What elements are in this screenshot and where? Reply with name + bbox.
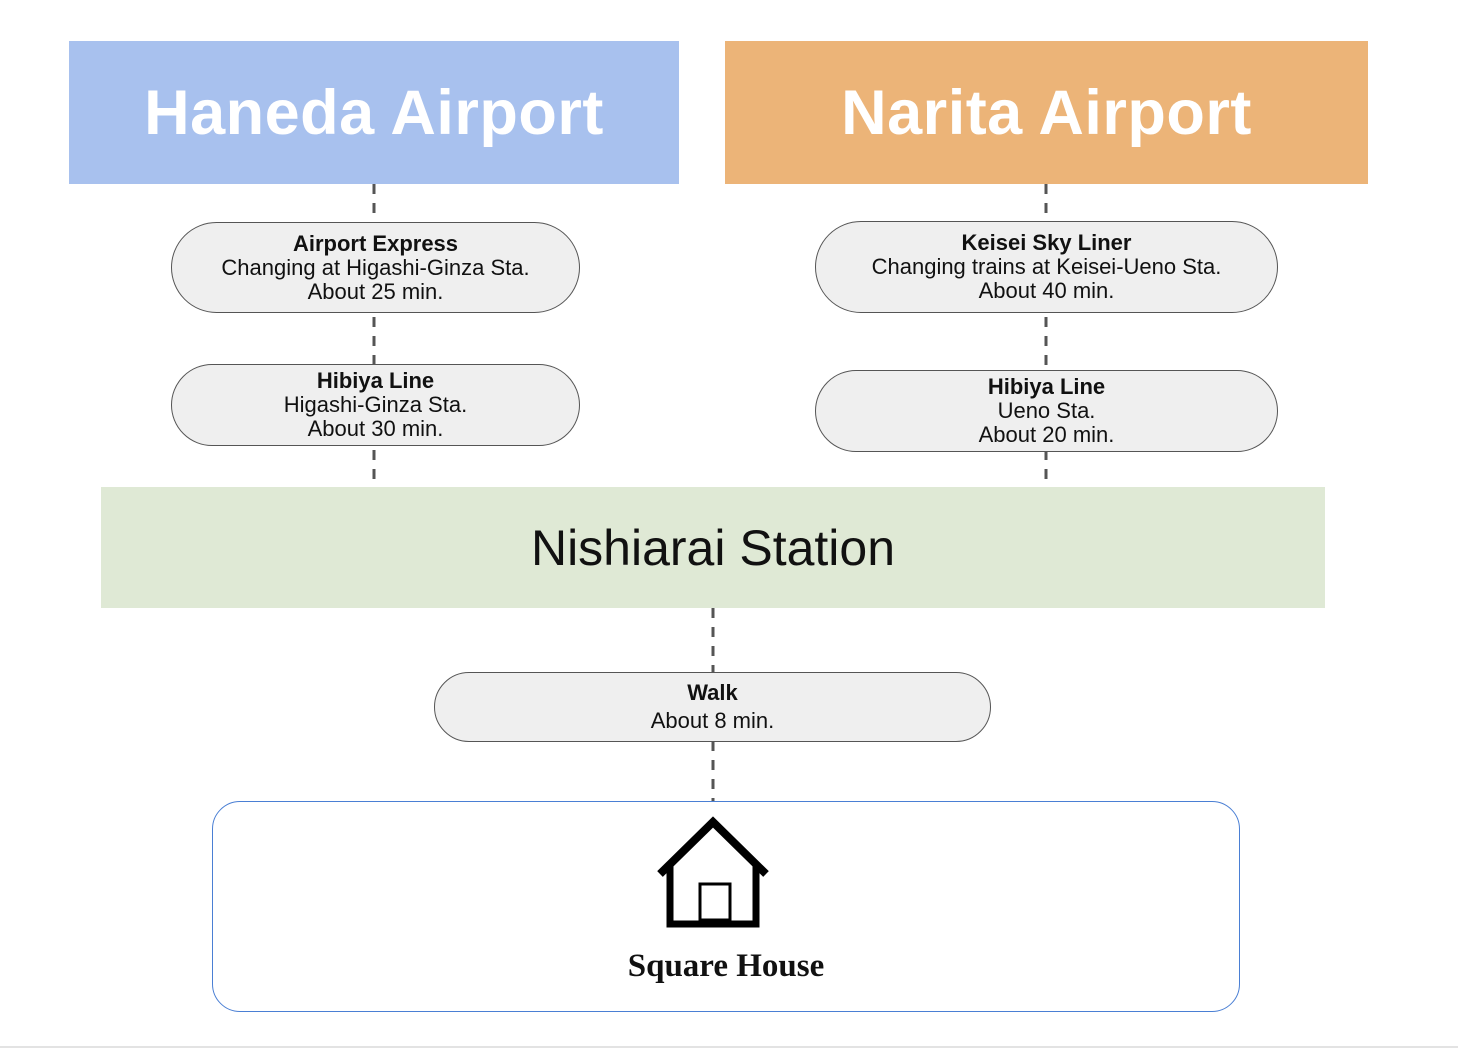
station-name: Nishiarai Station [530,519,896,576]
step-name: Airport Express [292,230,459,256]
step-name: Hibiya Line [316,368,435,393]
step-detail: Changing at Higashi-Ginza Sta. [221,254,530,280]
haneda-hibiya-line-step: Hibiya Line Higashi-Ginza Sta. About 30 … [171,364,580,446]
narita-keisei-sky-liner-step: Keisei Sky Liner Changing trains at Keis… [815,221,1278,313]
step-name: Hibiya Line [987,374,1106,399]
haneda-airport-title: Haneda Airport [144,77,604,148]
house-icon [657,816,769,928]
step-time: About 20 min. [978,422,1115,447]
haneda-airport-box: Haneda Airport [69,41,679,184]
step-detail: Changing trains at Keisei-Ueno Sta. [871,254,1222,279]
step-name: Keisei Sky Liner [961,230,1132,255]
nishiarai-station-band: Nishiarai Station [101,487,1325,608]
narita-hibiya-line-step: Hibiya Line Ueno Sta. About 20 min. [815,370,1278,452]
destination-label: Square House [627,948,825,984]
step-time: About 25 min. [307,278,444,304]
haneda-airport-express-step: Airport Express Changing at Higashi-Ginz… [171,222,580,313]
walk-step: Walk About 8 min. [434,672,991,742]
bottom-divider [0,1046,1458,1048]
step-time: About 8 min. [650,708,775,733]
step-detail: Ueno Sta. [997,398,1096,423]
step-time: About 40 min. [978,278,1115,303]
narita-airport-box: Narita Airport [725,41,1368,184]
narita-airport-title: Narita Airport [841,77,1252,148]
step-time: About 30 min. [307,416,444,441]
step-detail: Higashi-Ginza Sta. [283,392,468,417]
step-name: Walk [687,680,738,705]
